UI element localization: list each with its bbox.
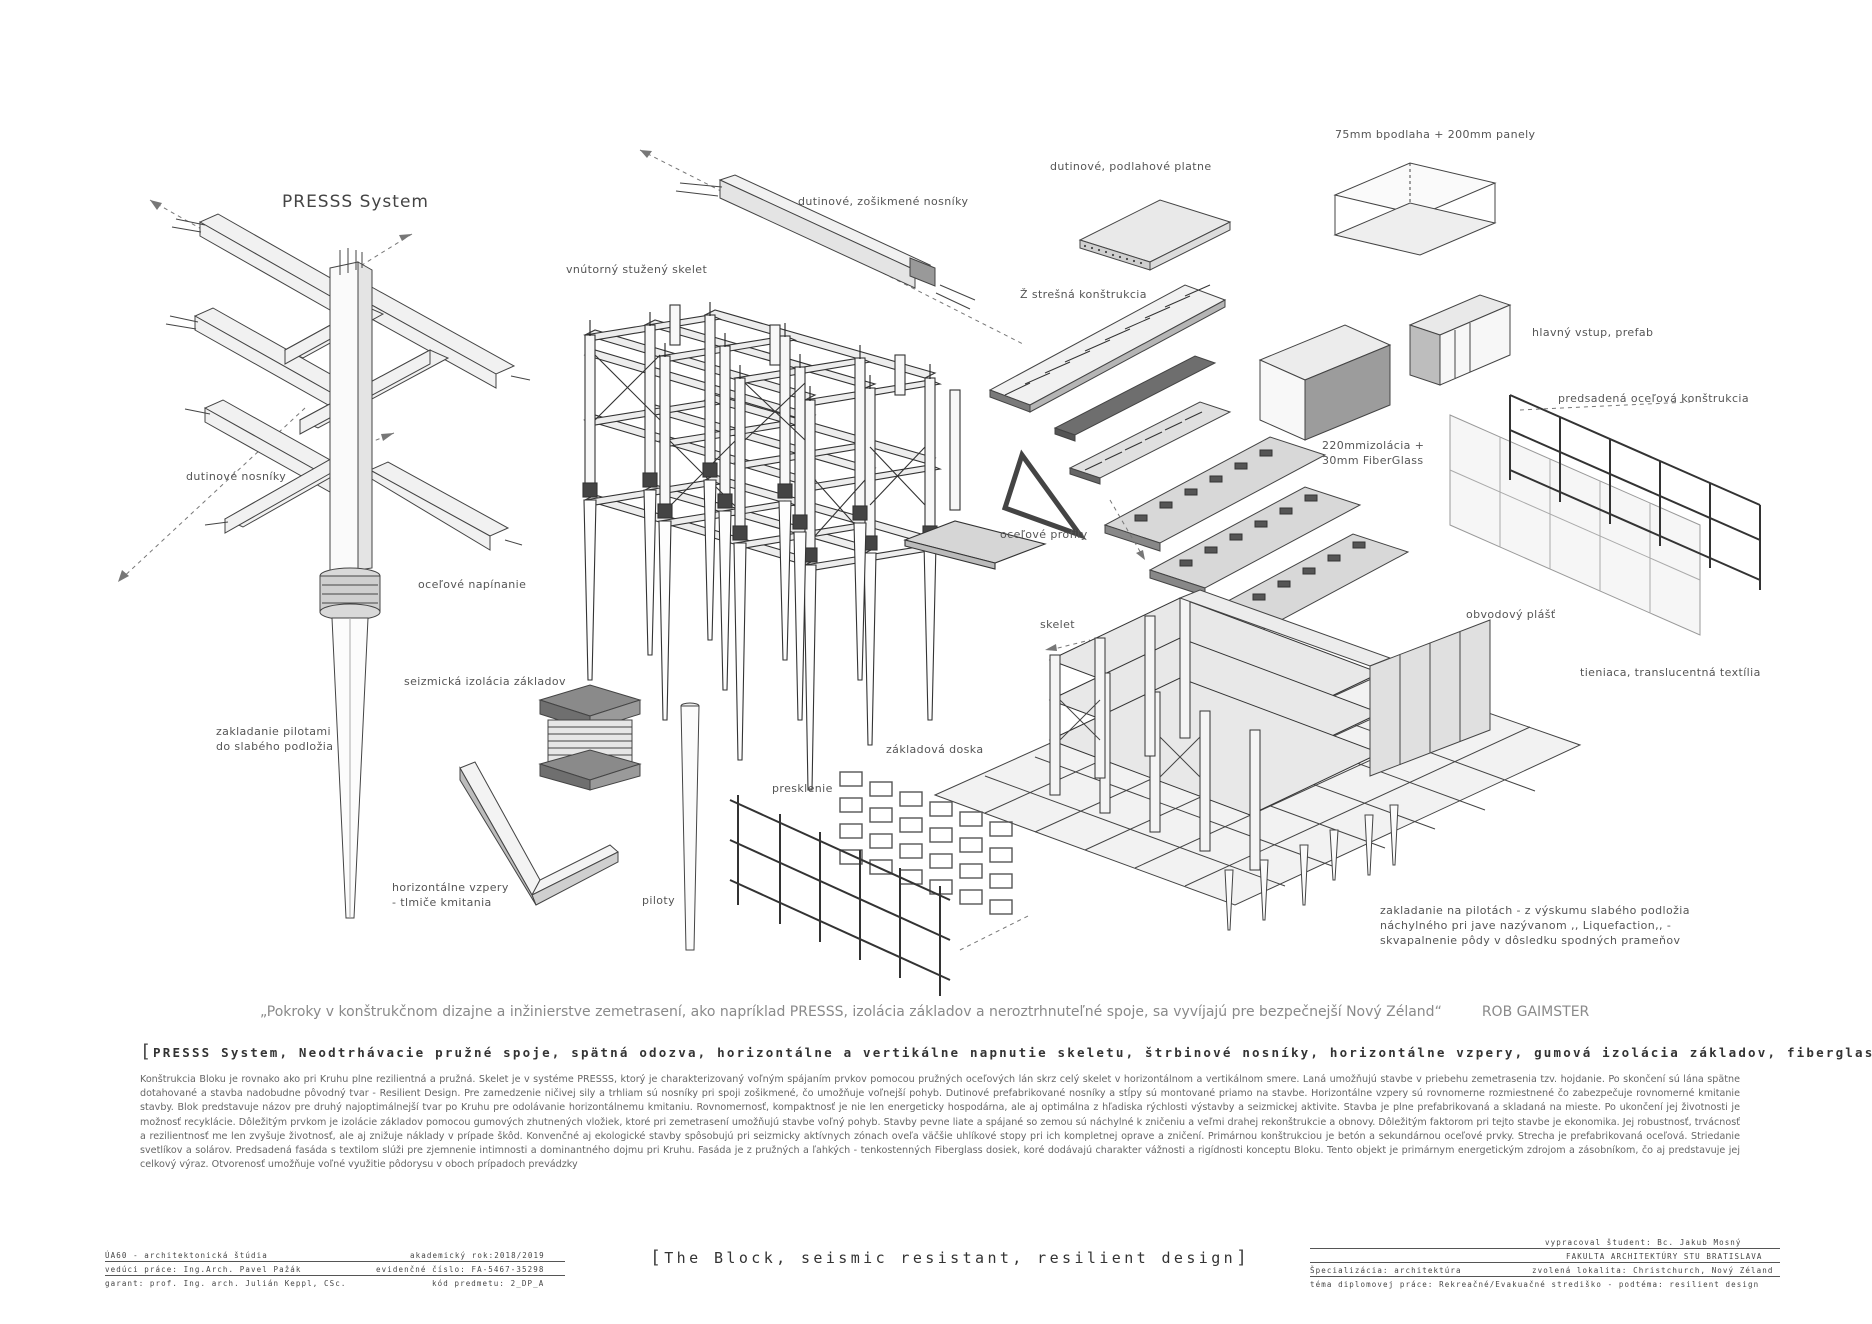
hollow-floor-slab [1078,199,1232,271]
label-podlaha-panely: 75mm bpodlaha + 200mm panely [1335,128,1536,141]
label-presklenie: presklenie [772,782,833,795]
hollow-inclined-beam [639,149,1026,346]
label-ocelove-profily: oceľové profily [1000,528,1088,541]
tb-student: vypracoval študent: Bc. Jakub Mosný [1545,1238,1742,1247]
quote: „Pokroky v konštrukčnom dizajne a inžini… [260,1004,1589,1020]
label-predsadena-konstrukcia: predsadená oceľová konštrukcia [1558,392,1750,405]
label-horizontalne-vzpery: horizontálne vzpery - tlmiče kmitania [392,881,509,909]
floor-panel-box [1333,162,1497,256]
main-building-skeleton [933,589,1582,931]
main-entrance-prefab [1408,294,1512,386]
label-zakladanie-pilotami: zakladanie pilotami do slabého podložia [216,725,334,753]
quote-text: „Pokroky v konštrukčnom dizajne a inžini… [260,1004,1442,1020]
tb-row3-a: garant: prof. Ing. arch. Julián Keppl, C… [105,1279,347,1288]
label-hlavny-vstup: hlavný vstup, prefab [1532,326,1654,339]
quote-author: ROB GAIMSTER [1481,1004,1590,1020]
label-seizmicka-izolacia: seizmická izolácia základov [404,675,566,688]
description-paragraph: Konštrukcia Bloku je rovnako ako pri Kru… [140,1074,1740,1171]
label-skelet: skelet [1040,618,1076,631]
label-stresna-konstrukcia: Ž strešná konštrukcia [1020,288,1147,301]
label-ocelove-napinanie: oceľové napínanie [418,578,527,591]
single-pile [680,702,700,951]
front-steel-structure-with-textile [1449,394,1761,636]
tb-divider [1310,1262,1780,1263]
tb-faculty: FAKULTA ARCHITEKTÚRY STU BRATISLAVA [1566,1252,1763,1261]
label-zakladova-doska: základová doska [886,743,984,756]
tb-row1-b: akademický rok:2018/2019 [410,1251,545,1260]
internal-skeleton-frame [582,302,1047,791]
presss-column-assembly [117,199,531,919]
insulation-panel [1258,324,1392,441]
tb-divider [1310,1276,1780,1277]
glazing-grid [729,771,1031,996]
label-zosikmene-nosniky: dutinové, zošikmené nosníky [798,195,969,208]
label-dutinove-nosniky: dutinové nosníky [186,470,287,483]
system-title: PRESSS System [282,192,429,212]
tb-divider [1310,1248,1780,1249]
steel-profile [1001,449,1087,541]
tb-thesis-topic: téma diplomovej práce: Rekreačné/Evakuač… [1310,1280,1760,1289]
seismic-isolation-bearing [538,684,642,791]
keywords-text: PRESSS System, Neodtrhávacie pružné spoj… [153,1045,1872,1060]
tb-row2-b: evidenčné číslo: FA-5467-35298 [376,1265,545,1274]
label-tieniaca-textilia: tieniaca, translucentná textília [1580,666,1761,679]
label-obvodovy-plast: obvodový plášť [1466,608,1556,621]
tb-location: zvolená lokalita: Christchurch, Nový Zél… [1532,1266,1774,1275]
label-piloty: piloty [642,894,676,907]
label-zakladanie-na-pilotach: zakladanie na pilotách - z výskumu slabé… [1380,904,1690,947]
label-vnutorny-skelet: vnútorný stužený skelet [566,263,708,276]
tb-row3-b: kód predmetu: 2_DP_A [432,1279,545,1288]
tb-divider [105,1275,565,1276]
tb-row1-a: ÚA60 - architektonická štúdia [105,1251,268,1260]
label-podlahove-platne: dutinové, podlahové platne [1050,160,1212,173]
tb-divider [105,1261,565,1262]
tb-row2-a: vedúci práce: Ing.Arch. Pavel Pažák [105,1265,302,1274]
tb-specialization: Špecializácia: architektúra [1310,1266,1462,1275]
keywords-line: [PRESSS System, Neodtrhávacie pružné spo… [140,1041,1872,1062]
project-title: [The Block, seismic resistant, resilient… [650,1247,1251,1268]
horizontal-brace [459,761,619,906]
label-izolacia-fiberglass: 220mmizolácia + 30mm FiberGlass [1322,439,1425,467]
